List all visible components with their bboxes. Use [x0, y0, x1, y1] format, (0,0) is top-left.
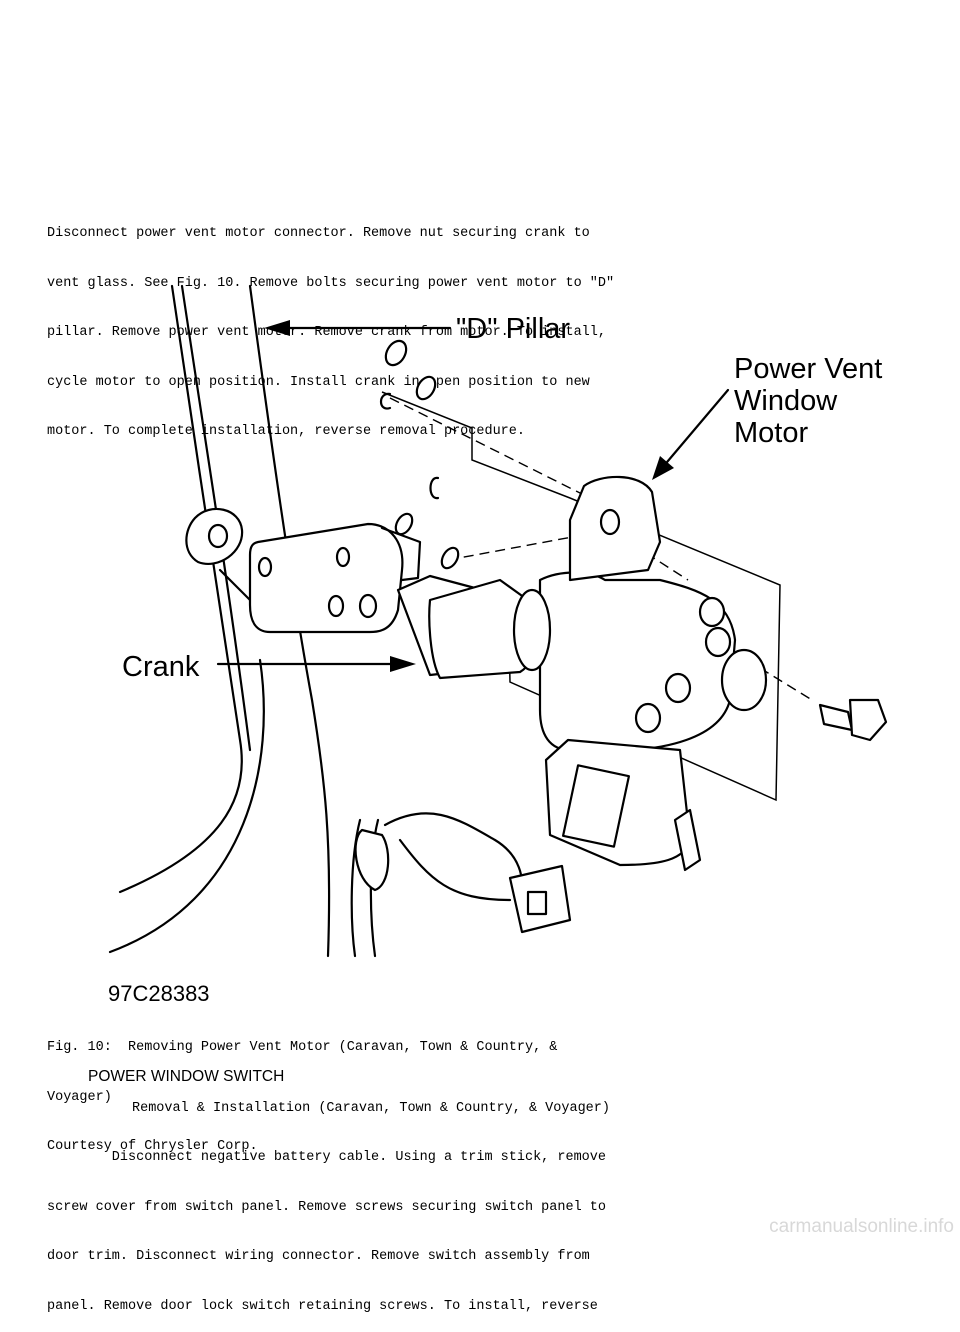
label-d-pillar: "D" Pillar [456, 313, 570, 345]
intro-line: Disconnect power vent motor connector. R… [47, 226, 590, 241]
crank-plate-edge [380, 526, 422, 582]
wiring-harness [350, 818, 362, 958]
gear-boss [720, 648, 768, 712]
motor-shaft-end [512, 588, 552, 672]
motor-arrow-icon [652, 456, 674, 480]
crank-plate-hole [358, 593, 378, 619]
d-pillar-lower-line [108, 658, 265, 954]
align-line-bolt [759, 667, 813, 701]
gear-boss [634, 702, 662, 734]
wiring-harness [383, 812, 523, 894]
motor-mount-hole [599, 508, 621, 536]
crank-plate-hole [327, 594, 345, 618]
align-line-upper [389, 397, 611, 509]
wiring-harness-wrap [354, 828, 390, 892]
mount-bolt-head [848, 698, 888, 742]
intro-line: vent glass. See Fig. 10. Remove bolts se… [47, 275, 615, 291]
motor-label-plate [561, 764, 631, 848]
d-pillar-arrow-icon [264, 320, 290, 336]
d-pillar-outer-line [118, 284, 243, 894]
body-line: screw cover from switch panel. Remove sc… [47, 1199, 606, 1215]
footer-watermark: carmanualsonline.info [769, 1216, 954, 1237]
intro-paragraph: Disconnect power vent motor connector. R… [47, 193, 614, 457]
wire-connector-window [526, 890, 548, 916]
nut-icon [384, 339, 408, 367]
label-motor-line1: Power Vent [734, 353, 882, 385]
motor-plug [673, 808, 702, 872]
crank-arrow-icon [390, 656, 416, 672]
figure-illustration: "D" Pillar Power Vent Window Motor Crank [108, 284, 888, 958]
wiring-harness [398, 838, 512, 902]
crank-plate [248, 522, 404, 634]
gear-boss [664, 672, 692, 704]
crank-knob-hole [207, 523, 229, 549]
intro-line: motor. To complete installation, reverse… [47, 424, 525, 439]
mount-bolt-icon [818, 703, 854, 732]
label-motor-line2: Window [734, 385, 838, 417]
figure-id: 97C28383 [108, 981, 210, 1006]
body-line: Disconnect negative battery cable. Using… [47, 1150, 606, 1165]
crank-plate-hole [257, 556, 273, 578]
body-paragraph: Disconnect negative battery cable. Using… [47, 1117, 606, 1332]
subheading: Removal & Installation (Caravan, Town & … [132, 1101, 610, 1116]
figure-caption: Fig. 10: Removing Power Vent Motor (Cara… [47, 1007, 557, 1172]
body-line: panel. Remove door lock switch retaining… [47, 1298, 598, 1314]
gear-boss [698, 596, 726, 628]
clip-icon [379, 392, 392, 410]
label-motor-line3: Motor [734, 417, 808, 449]
caption-line: Voyager) [47, 1089, 112, 1105]
motor-leader-line [660, 388, 730, 470]
figure-power-vent-motor: "D" Pillar Power Vent Window Motor Crank [100, 280, 920, 970]
body-line: door trim. Disconnect wiring connector. … [47, 1249, 590, 1264]
nut-icon [440, 546, 460, 570]
nut-icon [415, 375, 437, 401]
label-crank: Crank [122, 651, 200, 683]
d-pillar-inner-line [248, 284, 331, 958]
caption-line: Fig. 10: Removing Power Vent Motor (Cara… [47, 1040, 558, 1055]
gear-boss [704, 626, 732, 658]
clip-icon [429, 476, 440, 500]
section-title: POWER WINDOW SWITCH [88, 1068, 285, 1085]
crank-plate-hole [335, 546, 351, 568]
caption-line: Courtesy of Chrysler Corp. [47, 1139, 258, 1154]
